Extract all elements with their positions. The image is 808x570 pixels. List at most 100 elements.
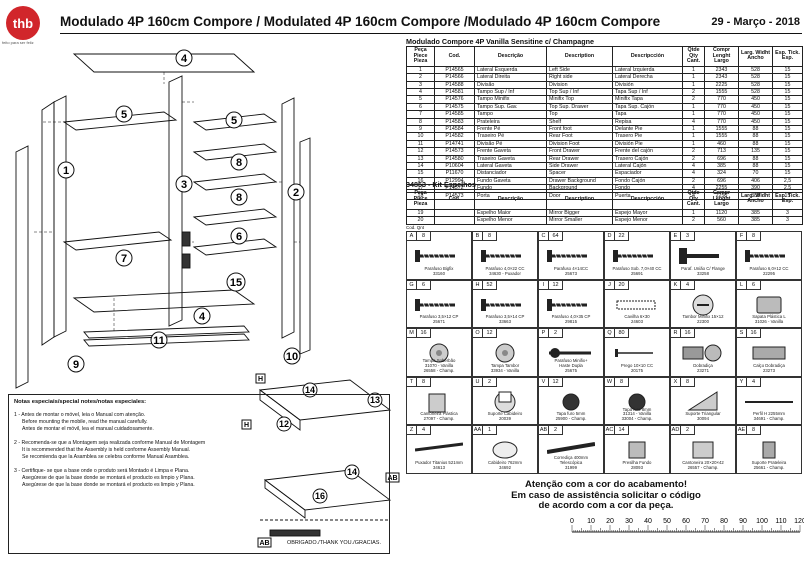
- nail-icon: [615, 349, 653, 357]
- note-2-es: Se recomienda que la Asamblea se celebra…: [22, 453, 190, 460]
- parts-cell: Top Sup / Inf: [546, 87, 613, 97]
- parts-cell: 4: [682, 117, 705, 127]
- hardware-qty: 4: [747, 377, 761, 387]
- parts-cell: 1: [682, 110, 705, 119]
- hardware-code: AD: [671, 426, 681, 435]
- hardware-qty: 12: [549, 280, 563, 290]
- mirror-header-1: Cod.: [434, 189, 475, 210]
- svg-text:4: 4: [199, 311, 206, 323]
- hardware-qty: 8: [417, 232, 431, 241]
- parts-cell: Delante Pie: [612, 125, 683, 134]
- note-3-en: Asegúrese de que la base donde se montar…: [22, 474, 195, 481]
- hardware-qty: 52: [483, 280, 497, 290]
- hole-cap-icon: [628, 393, 646, 410]
- parts-cell: P14588: [434, 80, 475, 90]
- hardware-qty: 22: [615, 232, 629, 241]
- svg-text:AB: AB: [387, 475, 397, 482]
- parts-cell: Tampo Minifix: [474, 95, 547, 104]
- parts-cell: P14581: [434, 87, 475, 97]
- parts-cell: P10604: [434, 162, 475, 171]
- mirror-cell: 560: [704, 216, 739, 225]
- mirror-cell: 3: [772, 216, 803, 225]
- parts-cell: Traseiro Pé: [474, 132, 547, 141]
- parts-cell: 2343: [704, 73, 739, 82]
- parts-cell: 2: [682, 176, 705, 186]
- mirror-cell: 1120: [704, 208, 739, 218]
- logo-text: thb: [12, 15, 34, 31]
- mirror-header-7: Larg. Widht Ancho: [738, 189, 773, 210]
- screw-icon: [415, 250, 455, 262]
- hardware-code: V: [539, 377, 549, 387]
- ruler-label: 90: [739, 518, 747, 525]
- parts-cell: Prateleira: [474, 117, 547, 127]
- hardware-qty: 4: [417, 426, 431, 435]
- note-1: 1 - Antes de montar o móvel, leia o Manu…: [14, 412, 384, 433]
- svg-text:7: 7: [121, 253, 127, 265]
- hardware-qty: 3: [681, 232, 695, 241]
- svg-text:12: 12: [279, 419, 289, 429]
- callout-AB-b: AB: [257, 537, 272, 548]
- hardware-code: P: [539, 329, 549, 338]
- parts-cell: 2,5: [772, 176, 803, 186]
- callout-15: 15: [226, 272, 246, 292]
- parts-cell: 15: [772, 87, 803, 97]
- svg-text:8: 8: [236, 192, 242, 204]
- parts-cell: 14: [406, 162, 435, 171]
- callout-3: 3: [175, 175, 193, 193]
- hardware-code: E: [671, 232, 681, 241]
- callout-H-a: H: [255, 373, 266, 384]
- parts-cell: Right side: [546, 73, 613, 82]
- parts-cell: 770: [704, 95, 739, 104]
- ruler-label: 40: [644, 518, 652, 525]
- mirror-cell: 3: [772, 208, 803, 218]
- parts-cell: P14585: [434, 110, 475, 119]
- special-notes-box: Notas especiais/special notes/notas espe…: [8, 394, 390, 554]
- attention-line-2: Em caso de assistência solicitar o códig…: [511, 489, 701, 501]
- parts-cell: 1: [682, 132, 705, 141]
- parts-cell: Fundo Gaveta: [474, 176, 547, 186]
- parts-cell: 1: [682, 65, 705, 75]
- logo-tagline: feito para ser feliz: [2, 40, 34, 45]
- hardware-code: W: [605, 377, 615, 387]
- parts-cell: División: [612, 80, 683, 90]
- attention-line-3: de acordo com a cor da peça.: [538, 500, 674, 511]
- panel-division: [168, 75, 183, 327]
- parts-cell: 11: [406, 139, 435, 149]
- parts-cell: 15: [772, 73, 803, 82]
- parts-cell: 15: [772, 65, 803, 75]
- header-divider: [60, 33, 802, 34]
- hardware-qty: 80: [615, 329, 629, 338]
- parts-cell: 1555: [704, 87, 739, 97]
- panel-left-side-edge: [53, 95, 67, 338]
- panel-shelf-8a: [192, 143, 278, 161]
- mirror-header-4: Descripcción: [612, 189, 683, 210]
- hardware-code: AC: [605, 426, 615, 435]
- parts-cell: Trasero Cajón: [612, 154, 683, 164]
- screw-icon: [745, 250, 785, 262]
- svg-text:14: 14: [305, 385, 315, 395]
- parts-cell: 6: [406, 102, 435, 112]
- ruler-label: 110: [775, 518, 786, 525]
- parts-header-4: Descripcción: [612, 46, 683, 67]
- hardware-qty: 16: [417, 329, 431, 338]
- hardware-code: Q: [605, 329, 615, 338]
- parts-cell: 1: [406, 65, 435, 75]
- hardware-code: B: [473, 232, 483, 241]
